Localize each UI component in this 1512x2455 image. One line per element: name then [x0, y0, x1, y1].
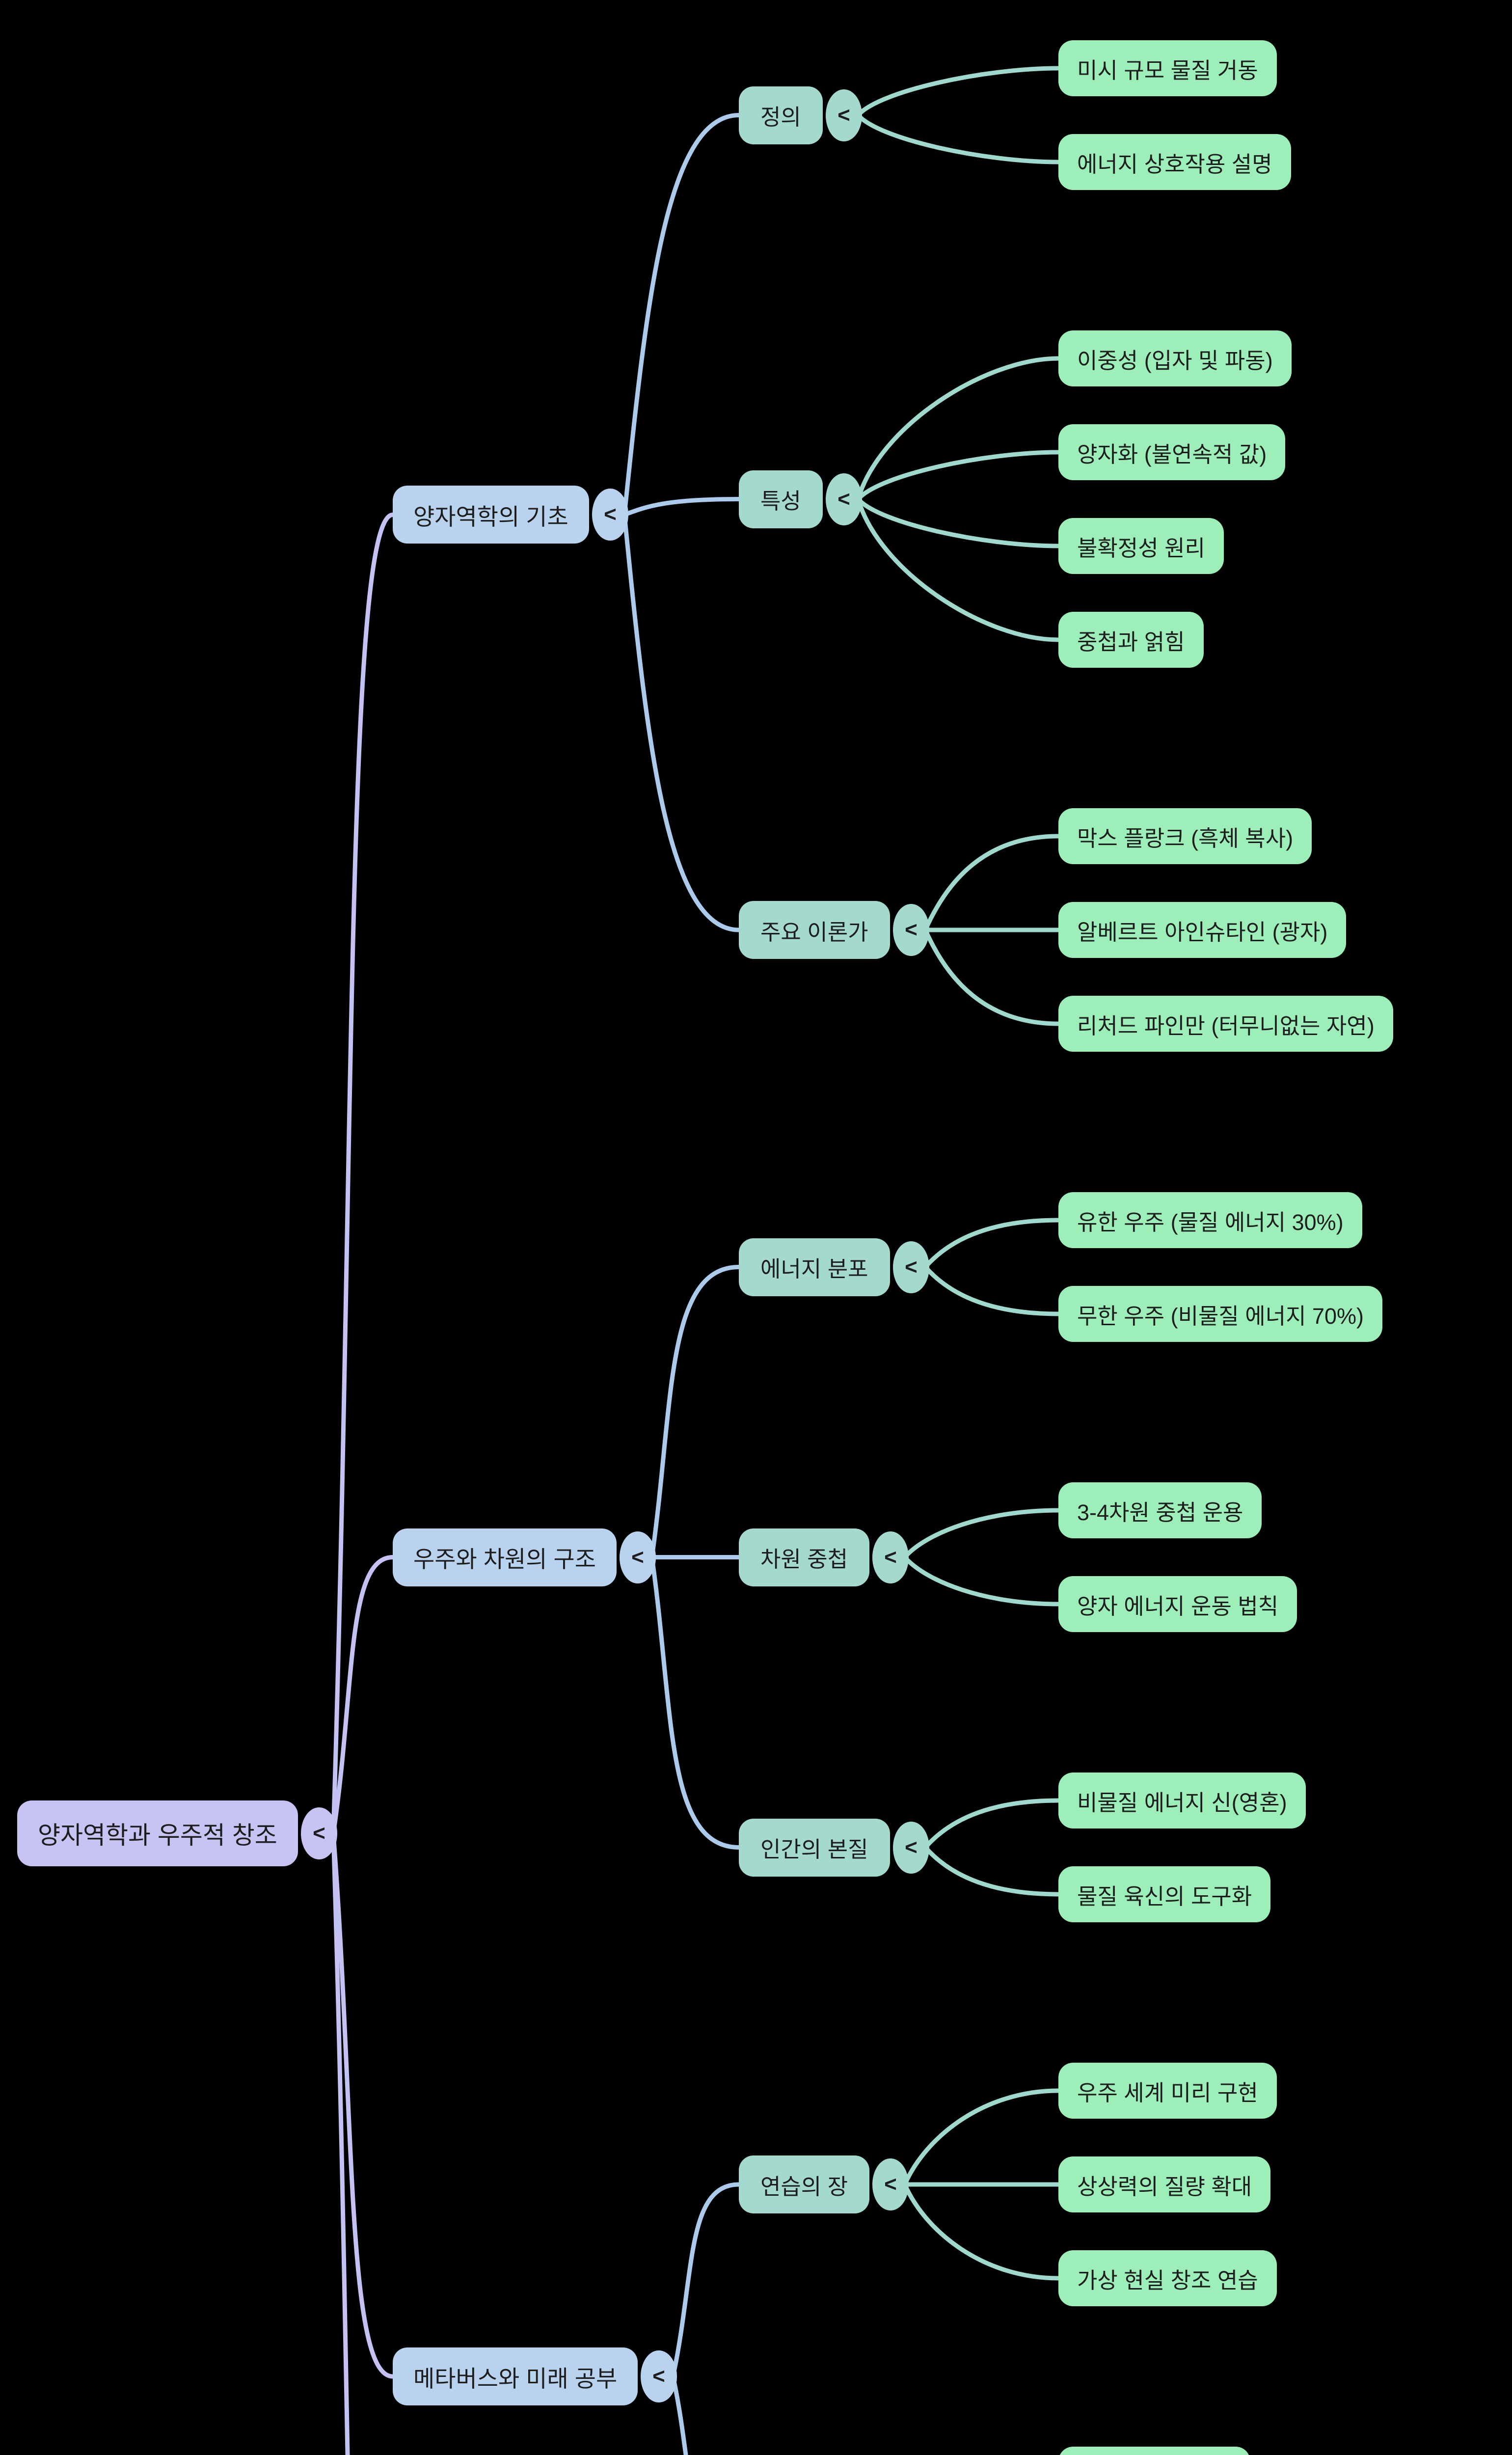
- leaf-리처드-파인만-터무니없는-자연-[interactable]: 리처드 파인만 (터무니없는 자연): [1058, 996, 1393, 1052]
- edge: [856, 497, 1061, 642]
- edge: [331, 1555, 395, 1836]
- leaf-물질-육신의-도구화[interactable]: 물질 육신의 도구화: [1058, 1866, 1271, 1922]
- leaf-불확정성-원리[interactable]: 불확정성 원리: [1058, 518, 1224, 574]
- node-연습의-장[interactable]: 연습의 장: [739, 2155, 870, 2213]
- node-정의[interactable]: 정의: [739, 86, 823, 144]
- leaf-비물질-에너지-신-영혼-[interactable]: 비물질 에너지 신(영혼): [1058, 1773, 1306, 1828]
- edge: [649, 1555, 741, 1850]
- leaf-막스-플랑크-흑체-복사-[interactable]: 막스 플랑크 (흑체 복사): [1058, 808, 1312, 864]
- leaf-중첩과-얽힘[interactable]: 중첩과 얽힘: [1058, 612, 1204, 668]
- node-특성[interactable]: 특성: [739, 470, 823, 528]
- collapse-icon[interactable]: <: [592, 489, 628, 541]
- node-root-양자역학과-우주적-창조[interactable]: 양자역학과 우주적 창조: [17, 1800, 298, 1866]
- edge: [671, 2374, 688, 2455]
- node-에너지-분포[interactable]: 에너지 분포: [739, 1238, 890, 1296]
- edge: [902, 1508, 1061, 1559]
- edge: [923, 834, 1061, 932]
- collapse-icon[interactable]: <: [620, 1531, 656, 1583]
- leaf-양자화-불연속적-값-[interactable]: 양자화 (불연속적 값): [1058, 424, 1286, 480]
- edge: [649, 1265, 741, 1559]
- collapse-icon[interactable]: <: [893, 1821, 929, 1874]
- node-우주와-차원의-구조[interactable]: 우주와 차원의 구조: [393, 1528, 617, 1586]
- edge: [923, 1845, 1061, 1897]
- edge: [923, 1798, 1061, 1850]
- leaf-알베르트-아인슈타인-광자-[interactable]: 알베르트 아인슈타인 (광자): [1058, 902, 1347, 958]
- edge: [923, 927, 1061, 1026]
- edge: [923, 1265, 1061, 1316]
- edge: [331, 1831, 395, 2379]
- edge: [622, 497, 741, 517]
- leaf-무한-우주-비물질-에너지-70-[interactable]: 무한 우주 (비물질 에너지 70%): [1058, 1286, 1383, 1342]
- collapse-icon[interactable]: <: [826, 473, 862, 525]
- leaf-미시-규모-물질-거동[interactable]: 미시 규모 물질 거동: [1058, 40, 1277, 96]
- leaf-우주-세계-미리-구현[interactable]: 우주 세계 미리 구현: [1058, 2063, 1277, 2119]
- edge: [856, 66, 1061, 117]
- edge: [856, 450, 1061, 501]
- node-메타버스와-미래-공부[interactable]: 메타버스와 미래 공부: [393, 2347, 638, 2405]
- edge: [856, 497, 1061, 548]
- leaf-유한-우주-물질-에너지-30-[interactable]: 유한 우주 (물질 에너지 30%): [1058, 1192, 1362, 1248]
- collapse-icon[interactable]: <: [641, 2350, 677, 2402]
- edge: [902, 1555, 1061, 1607]
- edge: [856, 356, 1061, 501]
- leaf-양자-에너지-운동-법칙[interactable]: 양자 에너지 운동 법칙: [1058, 1576, 1297, 1632]
- collapse-icon[interactable]: <: [872, 2158, 909, 2210]
- node-차원-중첩[interactable]: 차원 중첩: [739, 1528, 870, 1586]
- leaf-상상력의-질량-확대[interactable]: 상상력의 질량 확대: [1058, 2156, 1271, 2212]
- leaf-가상-현실-창조-연습[interactable]: 가상 현실 창조 연습: [1058, 2250, 1277, 2306]
- node-양자역학의-기초[interactable]: 양자역학의 기초: [393, 486, 589, 544]
- leaf-3-4차원-중첩-운용[interactable]: 3-4차원 중첩 운용: [1058, 1482, 1262, 1538]
- edge: [902, 2088, 1061, 2187]
- collapse-icon[interactable]: <: [893, 1241, 929, 1293]
- collapse-icon[interactable]: <: [893, 904, 929, 956]
- edge: [331, 1831, 350, 2455]
- edge: [671, 2182, 741, 2379]
- leaf-에너지-상호작용-설명[interactable]: 에너지 상호작용 설명: [1058, 134, 1291, 190]
- edge: [856, 113, 1061, 164]
- node-주요-이론가[interactable]: 주요 이론가: [739, 901, 890, 959]
- leaf-이중성-입자-및-파동-[interactable]: 이중성 (입자 및 파동): [1058, 330, 1292, 386]
- node-인간의-본질[interactable]: 인간의 본질: [739, 1818, 890, 1877]
- edge: [902, 2182, 1061, 2281]
- collapse-icon[interactable]: <: [872, 1531, 909, 1583]
- edge: [331, 512, 395, 1836]
- leaf-문화-콘텐츠-생산[interactable]: 문화 콘텐츠 생산: [1058, 2447, 1250, 2455]
- edge: [622, 512, 741, 932]
- collapse-icon[interactable]: <: [826, 89, 862, 141]
- edge: [622, 113, 741, 517]
- edge: [923, 1218, 1061, 1269]
- collapse-icon[interactable]: <: [301, 1807, 337, 1859]
